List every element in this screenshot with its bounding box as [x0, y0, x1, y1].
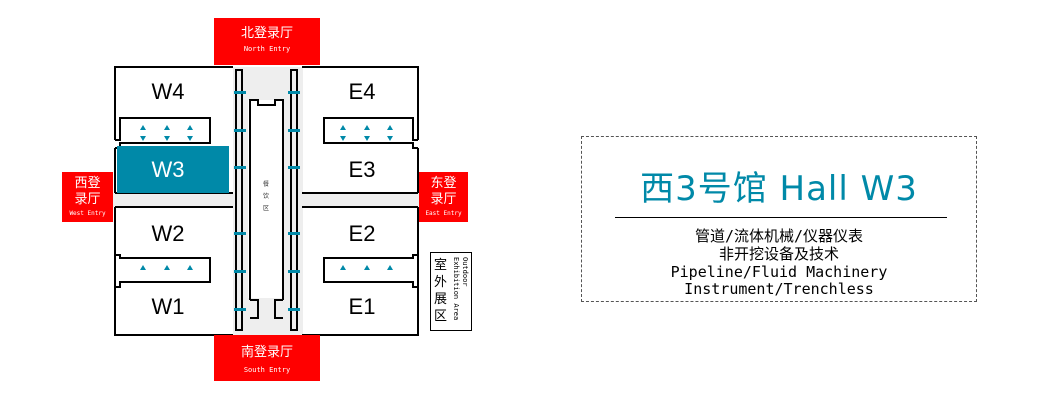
dining-char: 餐 — [262, 181, 269, 188]
hall-w3-highlight[interactable] — [117, 146, 229, 193]
floor-plan-walls — [113, 66, 420, 336]
west-entry-en: West Entry — [69, 210, 106, 217]
hall-w2-label[interactable]: W2 — [151, 221, 185, 246]
east-entry-cn: 东登 — [430, 176, 457, 191]
hall-w3-label[interactable]: W3 — [151, 157, 185, 182]
south-entry-en: South Entry — [243, 366, 291, 374]
outdoor-en: Outdoor Exhibition Area — [452, 257, 469, 321]
north-entry[interactable]: 北登录厅 North Entry — [214, 18, 320, 65]
east-entry-cn: 录厅 — [430, 192, 457, 207]
north-entry-cn: 北登录厅 — [240, 26, 293, 41]
east-entry-en: East Entry — [425, 210, 462, 217]
hall-e3-label[interactable]: E3 — [348, 157, 376, 182]
dining-char: 区 — [262, 205, 269, 212]
hall-e2-label[interactable]: E2 — [348, 221, 376, 246]
south-entry[interactable]: 南登录厅 South Entry — [214, 335, 320, 381]
north-entry-en: North Entry — [243, 45, 291, 53]
category-cn-1: 管道/流体机械/仪器仪表 — [694, 227, 864, 245]
category-en-2: Instrument/Trenchless — [684, 280, 874, 298]
east-entry[interactable]: 东登 录厅 East Entry — [419, 172, 468, 222]
hall-w4-label[interactable]: W4 — [151, 79, 185, 104]
hall-e4-label[interactable]: E4 — [348, 79, 376, 104]
category-cn-2: 非开挖设备及技术 — [718, 245, 839, 263]
hall-e1-label[interactable]: E1 — [348, 294, 376, 319]
door-markers — [140, 91, 393, 311]
south-entry-cn: 南登录厅 — [240, 345, 293, 360]
hall-w1-label[interactable]: W1 — [151, 294, 185, 319]
outdoor-exhibition-area[interactable]: 室外展区 Outdoor Exhibition Area — [430, 252, 472, 331]
west-entry[interactable]: 西登 录厅 West Entry — [62, 172, 113, 222]
west-entry-cn: 录厅 — [74, 192, 101, 207]
hall-title: 西3号馆 Hall W3 — [640, 169, 918, 209]
hall-info-box: 西3号馆 Hall W3 管道/流体机械/仪器仪表 非开挖设备及技术 Pipel… — [581, 136, 977, 302]
divider — [615, 217, 947, 218]
west-entry-cn: 西登 — [74, 176, 101, 191]
category-en-1: Pipeline/Fluid Machinery — [670, 263, 888, 281]
outdoor-cn: 室外展区 — [434, 258, 448, 324]
dining-char: 饮 — [262, 193, 269, 200]
dining-area: 餐 饮 区 — [258, 175, 274, 225]
